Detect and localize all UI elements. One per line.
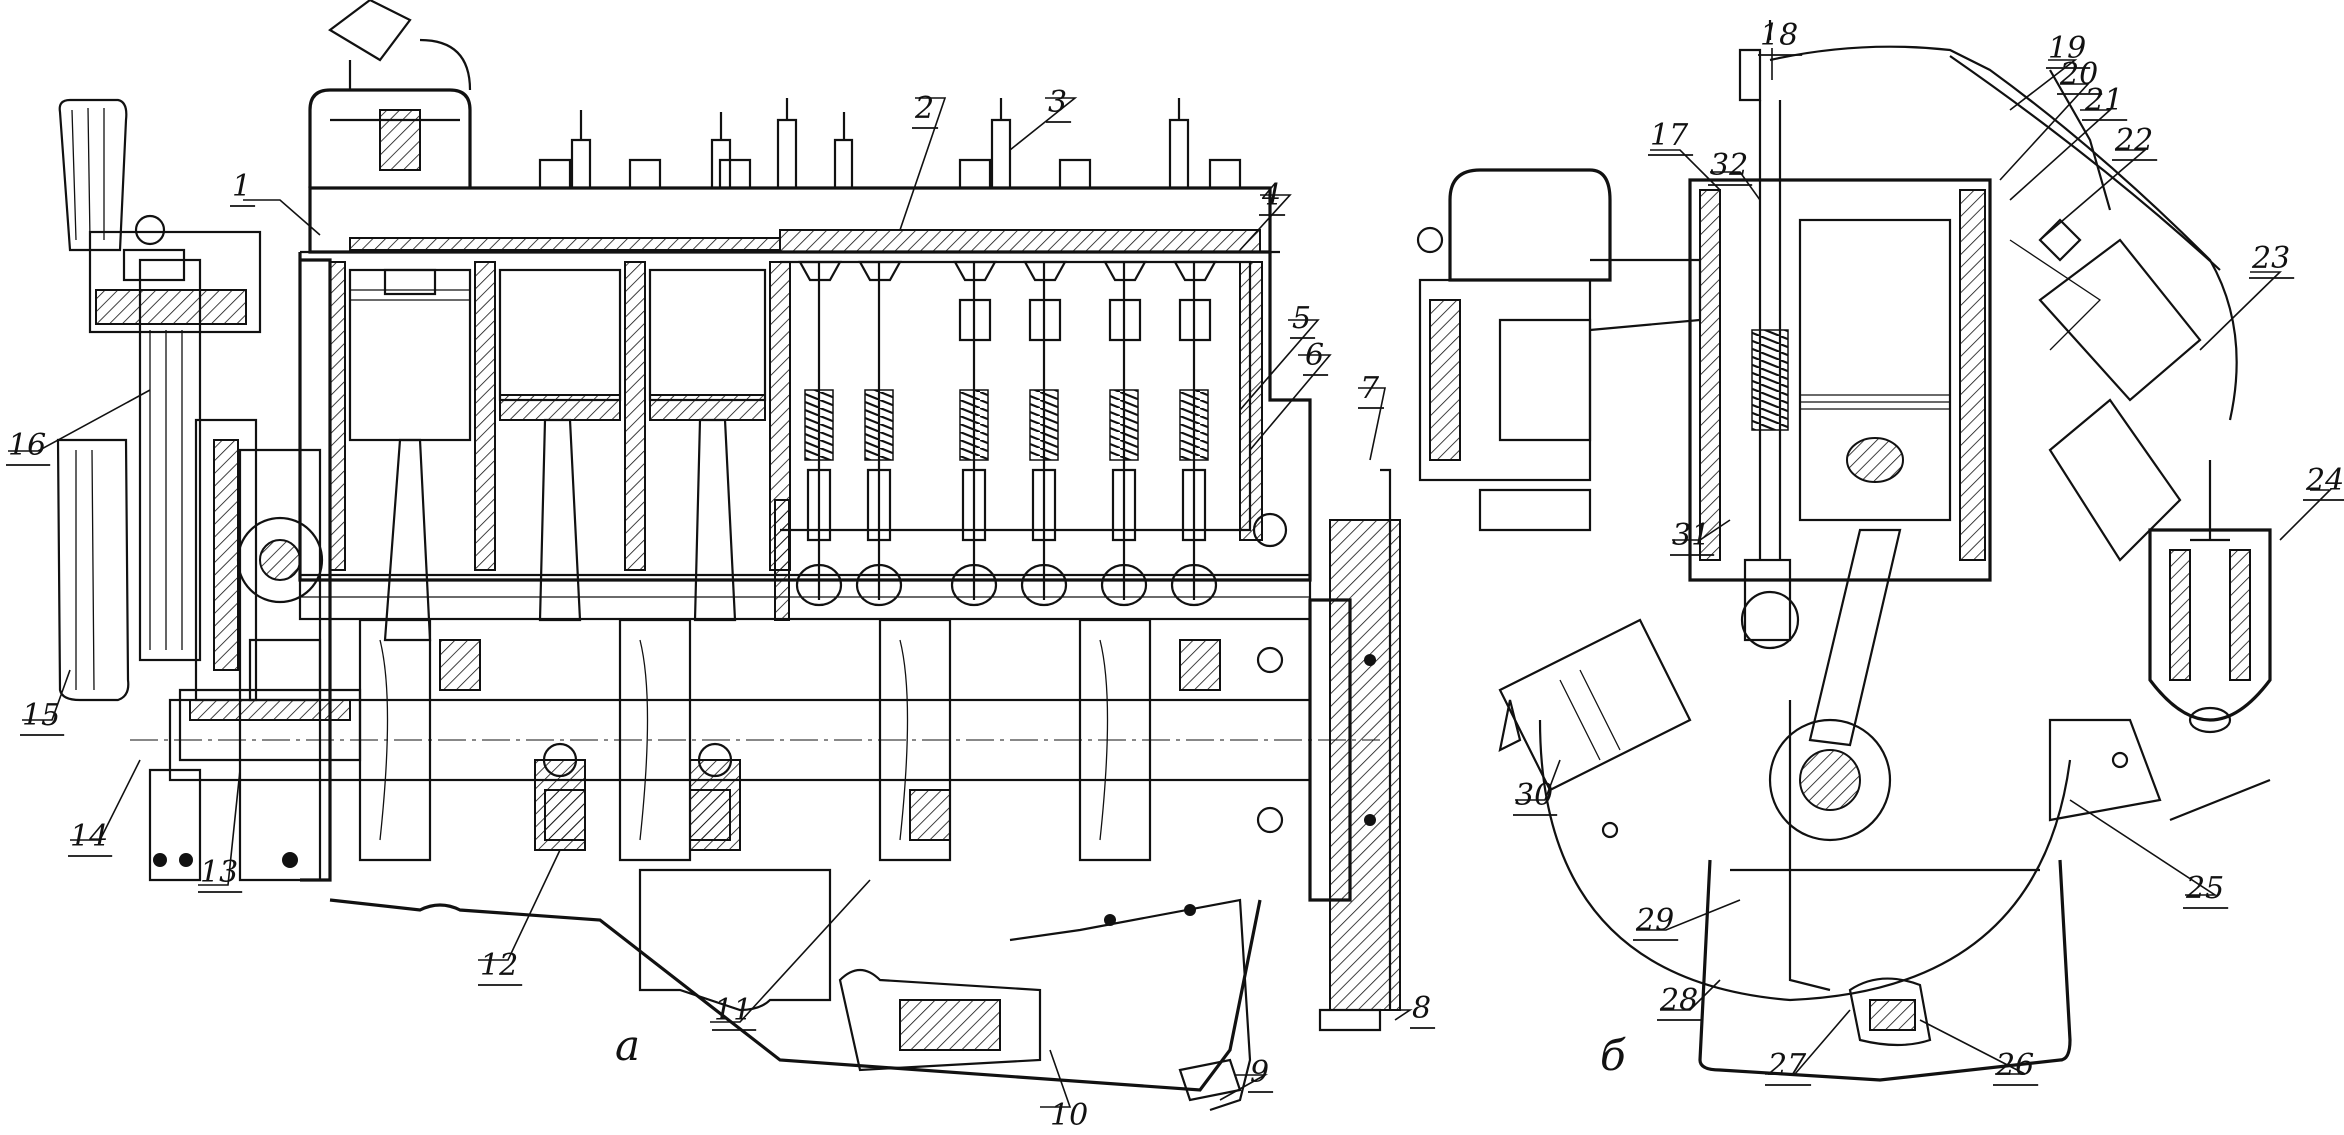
longitudinal-section [56,0,1401,1112]
cylinder-head [300,0,1280,254]
callout-16: 16 [8,428,46,463]
callout-14: 14 [70,819,108,854]
callout-26: 26 [1995,1048,2034,1083]
callout-29: 29 [1635,903,1674,938]
oil-pan-transverse [1601,700,2271,1082]
valve-train [798,260,1217,600]
callout-31: 31 [1672,518,1710,553]
callout-7: 7 [1360,371,1380,406]
view-label-a: а [615,1021,640,1070]
callout-21: 21 [2084,83,2123,118]
oil-filter [2148,460,2272,734]
connecting-rods [383,418,741,851]
callout-leaders [8,48,2332,1108]
callout-22: 22 [2114,123,2153,158]
callout-10: 10 [1050,1098,1088,1131]
callout-labels: 1 2 3 4 5 6 7 8 9 10 11 12 13 14 15 16 1… [6,18,2344,1135]
callout-9: 9 [1250,1055,1269,1090]
callout-1: 1 [232,169,251,204]
callout-30: 30 [1515,778,1553,813]
callout-20: 20 [2059,57,2098,92]
callout-27: 27 [1767,1048,1807,1083]
spark-plugs [570,98,1190,188]
callout-23: 23 [2251,241,2290,276]
cylinders [329,261,791,571]
callout-17: 17 [1650,118,1689,153]
intake-manifold [1416,168,1702,532]
fan-blade [56,98,130,702]
fuel-lines [1769,45,2238,421]
callout-11: 11 [714,993,752,1028]
head-bolts [538,158,1242,188]
callout-3: 3 [1048,85,1067,120]
callout-15: 15 [22,698,60,733]
bellhousing-foot [1318,1008,1382,1032]
callout-5: 5 [1292,301,1311,336]
ignition-distributor [2009,218,2202,562]
callout-6: 6 [1305,338,1324,373]
oil-pan [329,868,1262,1112]
block-transverse [1688,20,1992,842]
view-label-b: б [1600,1031,1626,1080]
callout-18: 18 [1760,18,1798,53]
callout-32: 32 [1710,148,1748,183]
callout-25: 25 [2185,871,2224,906]
transverse-section [1416,20,2272,1082]
cylinder-block [298,252,1312,621]
callout-19: 19 [2048,31,2086,66]
callout-8: 8 [1412,991,1431,1026]
callout-24: 24 [2305,463,2344,498]
carburettor-tower [308,0,472,188]
callout-13: 13 [200,855,238,890]
callout-2: 2 [914,91,934,126]
callout-4: 4 [1261,178,1281,213]
camshaft [298,512,1312,621]
callout-28: 28 [1659,983,1698,1018]
timing-gear-case [236,258,332,882]
starter-motor [1498,618,1692,792]
callout-12: 12 [480,948,518,983]
